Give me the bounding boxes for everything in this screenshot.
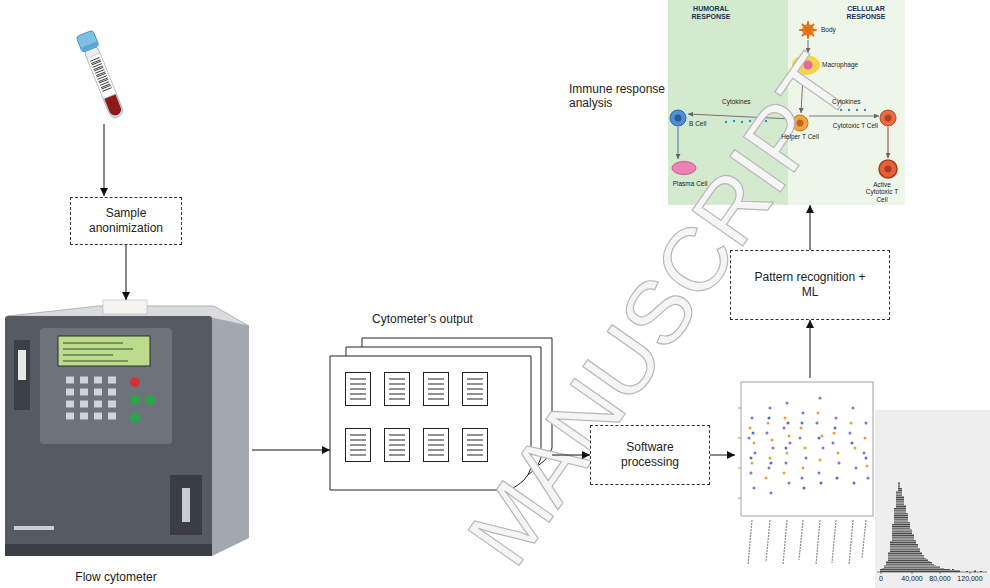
drawing-part: [879, 160, 897, 178]
drawing-part: [751, 418, 866, 488]
drawing-part: [881, 482, 981, 572]
drawing-part: [130, 377, 140, 387]
drawing-part: [463, 373, 488, 406]
process-box: Pattern recognition + ML: [730, 250, 890, 320]
process-box: Sample anonimization: [70, 197, 182, 245]
drawing-part: [18, 350, 26, 380]
drawing-part: [424, 373, 449, 406]
picture-caption: 40,000: [892, 575, 932, 583]
drawing-part: [887, 127, 888, 158]
drawing-part: [5, 544, 212, 556]
illustration-label: Active Cytotoxic T Cell: [860, 181, 904, 203]
drawing-part: [130, 395, 140, 405]
drawing-part: [14, 526, 54, 530]
drawing-part: [5, 316, 212, 556]
illustration-label: Body: [821, 26, 847, 33]
flow-arrow: [710, 455, 735, 456]
drawing-part: [40, 328, 172, 444]
flow-arrow: [126, 245, 127, 300]
illustration-label: B Cell: [689, 120, 717, 127]
drawing-part: [346, 429, 371, 462]
illustration-label: Plasma Cell: [668, 180, 712, 187]
illustration-label: Macrophage: [822, 61, 864, 68]
illustration-label: Cytokines: [832, 98, 870, 105]
drawing-part: [738, 408, 741, 498]
drawing-part: [670, 110, 686, 126]
drawing-part: [749, 398, 868, 493]
box-text: Software processing: [610, 440, 690, 470]
drawing-part: [14, 340, 30, 410]
drawing-part: [877, 572, 987, 574]
drawing-part: [677, 127, 678, 159]
document-stack: Cytometer’s output: [330, 312, 552, 492]
drawing-part: [424, 429, 449, 462]
illustration-label: CELLULAR RESPONSE: [830, 5, 902, 21]
picture-caption: Cytometer’s output: [372, 312, 542, 326]
drawing-part: [800, 22, 816, 38]
picture-caption: 120,000: [950, 575, 990, 583]
drawing-part: [385, 429, 410, 462]
drawing-part: [76, 30, 99, 53]
drawing-part: [87, 53, 116, 99]
illustration-label: HUMORAL RESPONSE: [676, 5, 746, 21]
drawing-part: [103, 300, 147, 314]
chart-picture: [738, 382, 990, 588]
blood-tube: [76, 30, 126, 120]
drawing-part: [750, 413, 867, 478]
drawing-part: [463, 429, 488, 462]
drawing-part: [880, 110, 896, 126]
box-text: Sample anonimization: [80, 206, 172, 236]
drawing-part: [182, 488, 190, 522]
drawing-part: [885, 115, 892, 122]
picture-caption: Flow cytometer: [0, 570, 232, 584]
drawing-part: [66, 380, 116, 416]
flow-arrow: [810, 205, 811, 250]
flow-cytometer-picture: [5, 300, 249, 556]
tube-arrow: [104, 124, 105, 196]
drawing-part: [63, 343, 133, 361]
drawing-part: [58, 336, 150, 366]
drawing-part: [748, 520, 866, 565]
drawing-part: [212, 318, 249, 556]
flow-arrow: [552, 455, 590, 456]
flow-arrow: [810, 320, 811, 378]
illustration-label: Cytokines: [722, 98, 760, 105]
drawing-part: [170, 475, 202, 535]
drawing-part: [741, 382, 873, 516]
drawing-part: [875, 410, 990, 588]
drawing-part: [83, 44, 124, 120]
drawing-part: [81, 41, 99, 51]
illustration-label: Cytotoxic T Cell: [818, 122, 878, 129]
flow-arrow: [252, 450, 330, 451]
drawing-part: [385, 373, 410, 406]
drawing-part: [130, 413, 140, 423]
drawing-part: [885, 166, 892, 173]
drawing-part: [145, 395, 155, 405]
picture-caption: Immune response analysis: [569, 82, 669, 111]
illustration-label: Helper T Cell: [776, 133, 824, 140]
drawing-part: [346, 373, 371, 406]
process-box: Software processing: [590, 425, 710, 485]
picture-caption: 80,000: [920, 575, 960, 583]
chart-panel: 040,00080,000120,000: [735, 378, 990, 588]
drawing-part: [672, 162, 696, 175]
box-text: Pattern recognition + ML: [750, 270, 870, 300]
instrument-picture: Flow cytometer: [0, 300, 252, 588]
drawing-part: [90, 58, 111, 92]
drawing-part: [675, 115, 682, 122]
picture-caption: 0: [861, 575, 901, 583]
